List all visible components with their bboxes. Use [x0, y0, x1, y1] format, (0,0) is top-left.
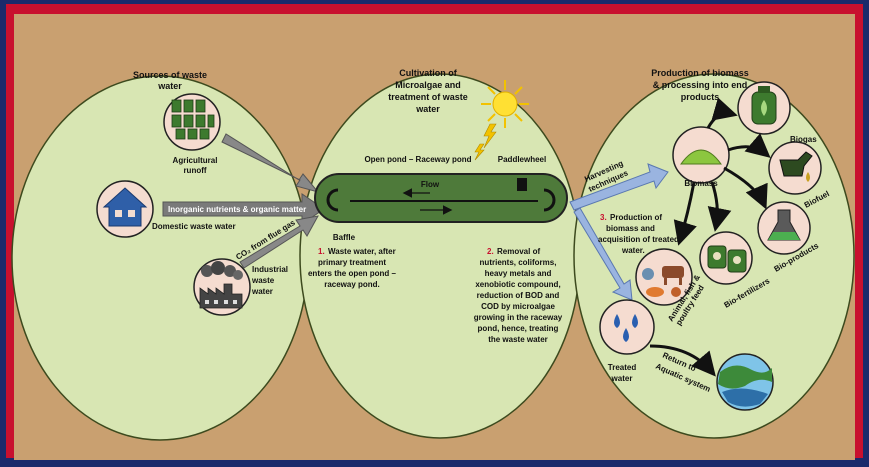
arrow-to-biofuel — [727, 133, 771, 158]
flow-label: Flow — [421, 180, 440, 189]
arrow-to-biogas — [706, 97, 738, 129]
co2-arrow — [239, 215, 319, 269]
sources-title-1: Sources of waste — [133, 70, 207, 80]
inorganic-arrow-label: Inorganic nutrients & organic matter — [168, 205, 306, 214]
step2-line-4: xenobiotic compound, — [475, 280, 560, 289]
treated-water-label-1: Treated — [608, 363, 637, 372]
step2-line-3: heavy metals and — [485, 269, 552, 278]
paddlewheel-label: Paddlewheel — [498, 155, 546, 164]
step2-line-7: growing in the raceway — [474, 313, 563, 322]
cultivation-title-1: Cultivation of — [399, 68, 457, 78]
step3-line-3: acquisition of treated — [598, 235, 679, 244]
production-title-1: Production of biomass — [651, 68, 749, 78]
agricultural-arrow — [221, 133, 320, 193]
domestic-house-icon — [96, 180, 154, 238]
domestic-label: Domestic waste water — [152, 222, 236, 231]
step1-line-1-text: Waste water, after — [328, 247, 396, 256]
sources-title-2: water — [157, 81, 182, 91]
step1-line-3: enters the open pond – — [308, 269, 397, 278]
industrial-label-1: Industrial — [252, 265, 288, 274]
cultivation-title-3: treatment of waste — [388, 92, 468, 102]
sun-icon — [481, 80, 529, 128]
pond-label: Open pond – Raceway pond — [364, 155, 471, 164]
agricultural-runoff-icon — [163, 93, 221, 151]
raceway-pond — [314, 173, 568, 223]
bio-products-icon — [757, 201, 811, 255]
treated-water-icon — [599, 299, 655, 355]
biomass-icon — [672, 126, 730, 184]
cultivation-title-4: water — [415, 104, 440, 114]
industrial-label-3: water — [251, 287, 273, 296]
arrow-to-animal-feed — [673, 181, 697, 246]
industrial-factory-icon — [193, 258, 251, 316]
industrial-label-2: waste — [251, 276, 275, 285]
step1-line-2: primary treatment — [318, 258, 386, 267]
baffle-label: Baffle — [333, 233, 356, 242]
cultivation-title-2: Microalgae and — [395, 80, 461, 90]
biogas-icon — [737, 81, 791, 135]
step2-line-9: the waste water — [488, 335, 548, 344]
arrow-to-bio-products — [723, 166, 768, 210]
step2-line-8: pond, hence, treating — [478, 324, 559, 333]
lightning-icon — [474, 123, 497, 161]
production-title-3: products — [681, 92, 720, 102]
production-title-2: & processing into end — [653, 80, 748, 90]
step2-number: 2. — [487, 247, 494, 256]
treated-water-label-2: water — [611, 374, 633, 383]
step2-line-5: reduction of BOD and — [477, 291, 560, 300]
cultivation-ellipse — [299, 73, 581, 439]
step1-line-1: 1. — [318, 247, 325, 256]
step2-line-1: Removal of — [497, 247, 540, 256]
treated-water-arrow — [573, 207, 633, 301]
step3-line-2: biomass and — [606, 224, 655, 233]
arrow-to-bio-fertilizers — [707, 181, 732, 232]
harvest-arrow — [569, 163, 669, 211]
biofuel-icon — [768, 141, 822, 195]
biogas-label: Biogas — [790, 135, 817, 144]
agricultural-label-2: runoff — [183, 166, 206, 175]
sources-ellipse — [11, 75, 309, 441]
aquatic-system-icon — [716, 353, 774, 411]
step3-number: 3. — [600, 213, 607, 222]
arrow-to-aquatic-system — [649, 344, 716, 377]
step2-line-6: COD by microalgae — [481, 302, 555, 311]
step1-line-4: raceway pond. — [324, 280, 380, 289]
animal-feed-icon — [635, 248, 693, 306]
step3-line-4: water. — [621, 246, 645, 255]
bio-fertilizers-icon — [699, 231, 753, 285]
step2-line-2: nutrients, coliforms, — [480, 258, 557, 267]
biomass-label: Biomass — [684, 179, 718, 188]
agricultural-label-1: Agricultural — [173, 156, 218, 165]
step3-line-1: Production of — [610, 213, 662, 222]
